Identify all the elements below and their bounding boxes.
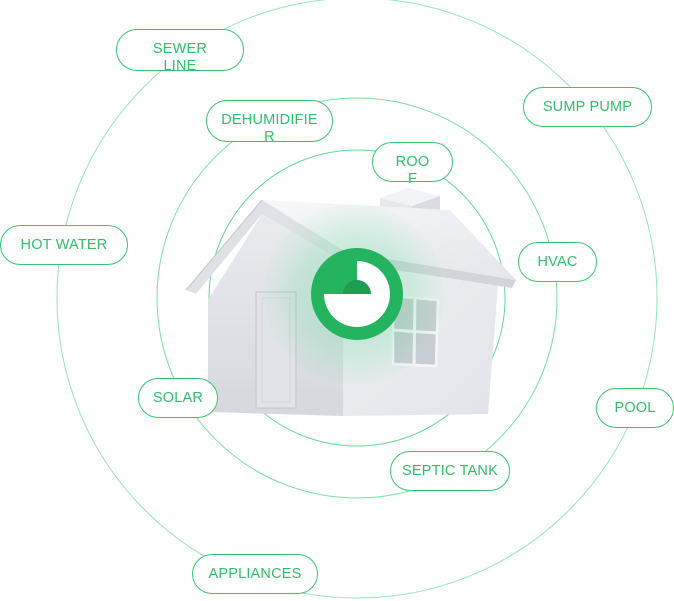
hot-water-label[interactable]: HOT WATER (0, 225, 128, 265)
hvac-label[interactable]: HVAC (518, 242, 597, 282)
solar-label[interactable]: SOLAR (138, 378, 218, 418)
appliances-label[interactable]: APPLIANCES (192, 554, 318, 594)
inner-ring (208, 149, 506, 447)
sump-pump-label[interactable]: SUMP PUMP (523, 87, 652, 127)
septic-tank-label[interactable]: SEPTIC TANK (390, 451, 510, 491)
sewer-line-label[interactable]: SEWER LINE (116, 29, 244, 74)
roof-label[interactable]: ROOF (372, 142, 453, 187)
outer-ring (56, 0, 658, 599)
dehumidifier-label[interactable]: DEHUMIDIFIER (206, 100, 333, 145)
pie-chart-logo-icon (324, 261, 390, 327)
pool-label[interactable]: POOL (596, 388, 674, 428)
middle-ring (156, 97, 558, 499)
